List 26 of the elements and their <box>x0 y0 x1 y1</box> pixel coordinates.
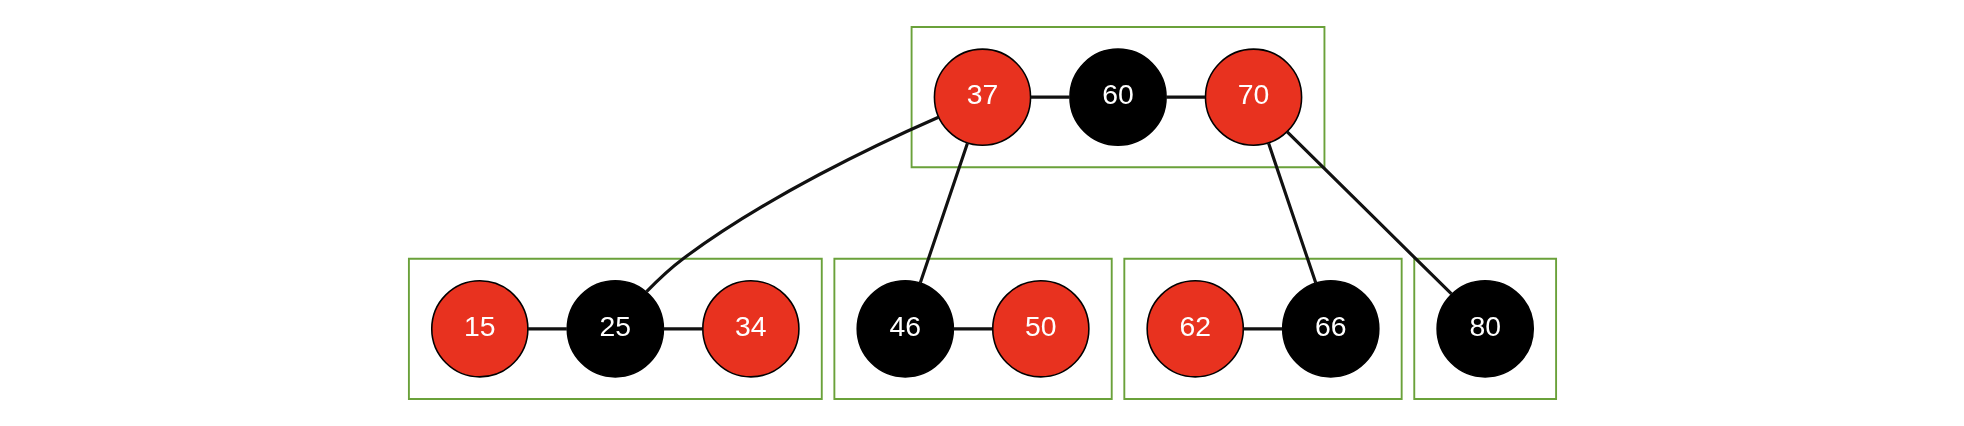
node-circle: 50 <box>991 279 1090 378</box>
connector <box>663 327 702 331</box>
node-circle: 60 <box>1068 48 1167 147</box>
connector <box>527 327 567 331</box>
cluster <box>1122 257 1403 400</box>
node-circle: 15 <box>430 279 529 378</box>
node-circle: 66 <box>1281 279 1380 378</box>
node-circle: 25 <box>566 279 664 378</box>
node-circle: 80 <box>1435 279 1534 378</box>
connector <box>952 327 992 331</box>
connector <box>1285 130 1453 296</box>
connector <box>1030 95 1070 99</box>
connector <box>1165 95 1205 99</box>
node-circle: 70 <box>1204 48 1302 147</box>
cluster <box>910 26 1325 169</box>
connector <box>1242 327 1282 331</box>
connector <box>918 142 969 284</box>
cluster <box>832 257 1113 400</box>
cluster <box>1412 257 1557 400</box>
node-circle: 62 <box>1145 279 1244 378</box>
connector <box>1266 142 1317 284</box>
node-circle: 46 <box>855 279 954 378</box>
cluster <box>407 257 823 400</box>
node-circle: 34 <box>701 279 800 378</box>
connector <box>644 115 939 293</box>
node-circle: 37 <box>933 48 1031 147</box>
